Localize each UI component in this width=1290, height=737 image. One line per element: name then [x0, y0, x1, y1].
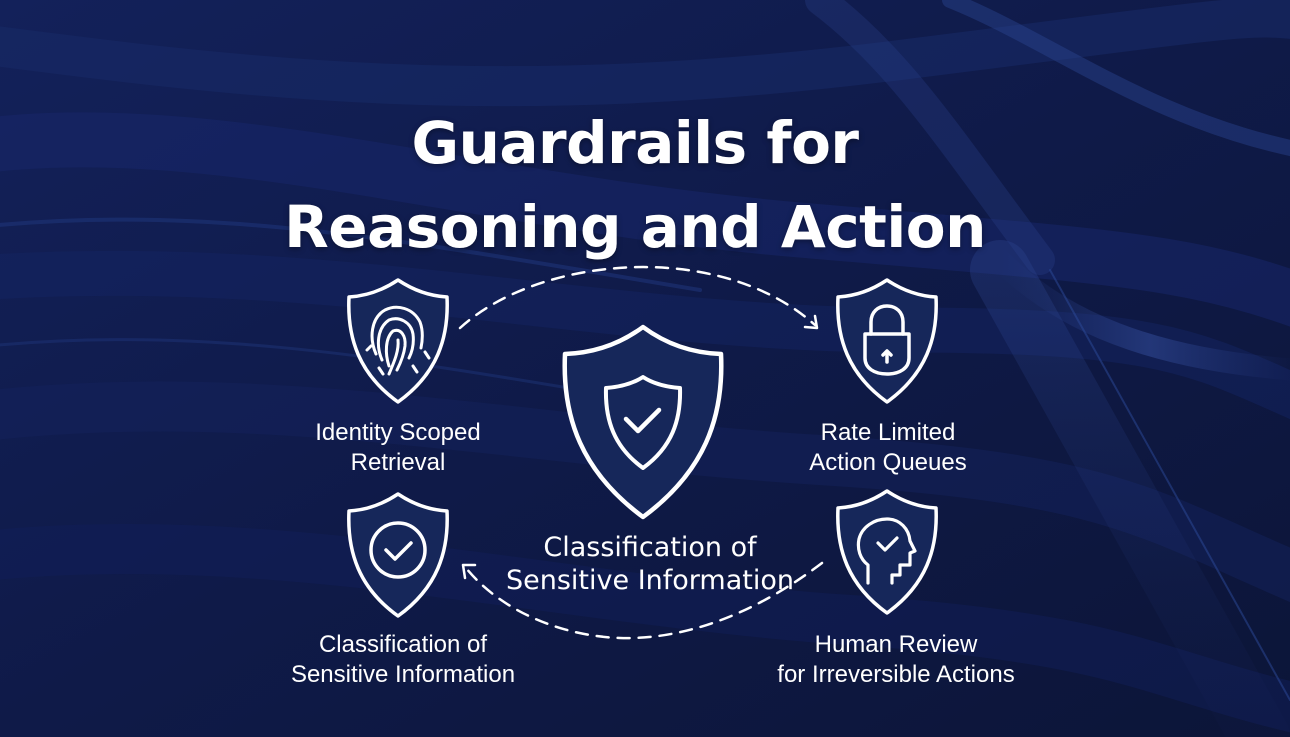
title-line-1: Guardrails for [411, 108, 859, 177]
title-line-2: Reasoning and Action [284, 192, 986, 261]
human-head-check-shield-icon [836, 489, 938, 615]
circle-check-shield-icon [347, 492, 449, 618]
label-classification-center: Classification of Sensitive Information [506, 532, 794, 596]
bottom-dashed-arc [464, 561, 824, 640]
node-identity-scoped-retrieval [343, 276, 453, 406]
node-classification-of-sensitive-information [343, 490, 453, 620]
node-rate-limited-action-queues [832, 276, 942, 406]
label-rate-limited-action-queues: Rate Limited Action Queues [809, 419, 967, 476]
node-classification-center [558, 322, 728, 522]
label-identity-scoped-retrieval: Identity Scoped Retrieval [315, 419, 481, 476]
page-title: Guardrails for Reasoning and Action [0, 101, 1270, 269]
top-dashed-arc [458, 265, 817, 330]
top-arrowhead-icon [803, 314, 819, 330]
label-human-review-irreversible-actions: Human Review for Irreversible Actions [777, 631, 1015, 688]
fingerprint-shield-icon [347, 278, 449, 404]
shield-check-shield-icon [562, 324, 724, 520]
label-classification-of-sensitive-information: Classification of Sensitive Information [290, 631, 516, 688]
bottom-arrowhead-icon [461, 563, 477, 580]
node-human-review-irreversible-actions [832, 487, 942, 617]
padlock-shield-icon [836, 278, 938, 404]
